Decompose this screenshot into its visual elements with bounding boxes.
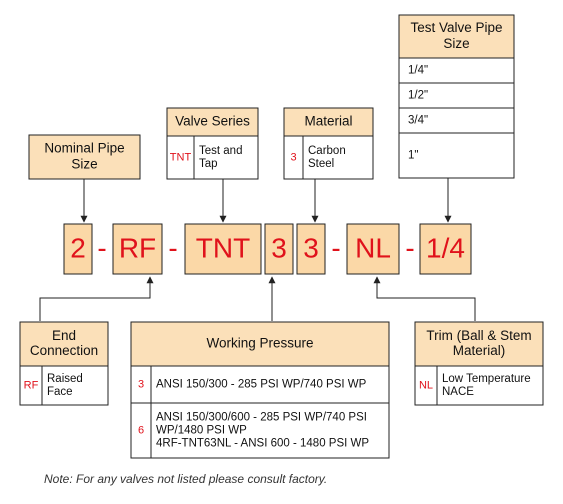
test-valve-pipe-size-option-label: 3/4" <box>408 115 428 127</box>
code-text: RF <box>119 232 156 263</box>
trim-title: Material) <box>453 343 506 358</box>
code-segment-end-connection: RF <box>112 223 163 275</box>
trim-row-desc: NACE <box>442 386 474 398</box>
working-pressure-row-desc: 4RF-TNT63NL - ANSI 600 - 1480 PSI WP <box>156 438 369 450</box>
code-box <box>112 223 163 275</box>
test-valve-pipe-size-option <box>398 82 515 109</box>
working-pressure-row <box>130 402 390 459</box>
end-connection-row-code: RF <box>24 379 39 391</box>
working-pressure-row-code: 3 <box>138 378 144 390</box>
code-box <box>296 223 326 275</box>
material-row-desc: Carbon <box>308 145 346 157</box>
trim-title: Trim (Ball & Stem <box>426 328 531 343</box>
code-separator: - <box>405 232 414 263</box>
code-separator: - <box>97 232 106 263</box>
working-pressure-box: Working Pressure 3 ANSI 150/300 - 285 PSI … <box>130 321 390 459</box>
material-row-desc: Steel <box>308 158 334 170</box>
test-valve-pipe-size-title: Test Valve Pipe <box>410 20 502 35</box>
working-pressure-header <box>130 321 390 367</box>
working-pressure-row <box>130 365 390 404</box>
test-valve-pipe-size-option-label: 1/4" <box>408 65 428 77</box>
code-text: NL <box>355 232 391 263</box>
valve-series-row <box>166 135 259 180</box>
nominal-pipe-size-header <box>28 134 141 180</box>
code-segment-nominal-size: 2 <box>63 223 93 275</box>
code-segment-valve-series: TNT <box>184 223 262 275</box>
nominal-pipe-size-title: Size <box>71 157 97 172</box>
code-box <box>346 223 400 275</box>
end-connection-title: Connection <box>30 343 98 358</box>
arrow-end-connection <box>39 276 154 321</box>
end-connection-header <box>19 321 109 367</box>
working-pressure-row-desc: ANSI 150/300/600 - 285 PSI WP/740 PSI <box>156 412 367 424</box>
test-valve-pipe-size-option <box>398 132 515 179</box>
end-connection-row <box>19 365 109 406</box>
code-box <box>419 223 472 275</box>
test-valve-pipe-size-option-label: 1" <box>408 150 418 162</box>
code-separator: - <box>168 232 177 263</box>
end-connection-row-desc: Raised <box>47 373 83 385</box>
material-row-code: 3 <box>290 151 296 163</box>
code-box <box>63 223 93 275</box>
end-connection-title: End <box>52 328 76 343</box>
test-valve-pipe-size-option <box>398 57 515 84</box>
valve-series-header <box>166 107 259 137</box>
code-box <box>264 223 294 275</box>
code-text: 3 <box>271 232 287 263</box>
working-pressure-row-desc: ANSI 150/300 - 285 PSI WP/740 PSI WP <box>156 379 367 391</box>
code-segment-trim: NL <box>346 223 400 275</box>
code-text: 3 <box>303 232 319 263</box>
code-box <box>184 223 262 275</box>
trim-row-code: NL <box>419 379 433 391</box>
code-segment-test-valve-size: 1/4 <box>419 223 472 275</box>
material-row <box>283 135 374 180</box>
trim-row <box>414 365 544 406</box>
code-segment-working-pressure: 3 <box>264 223 294 275</box>
nominal-pipe-size-title: Nominal Pipe <box>44 141 124 156</box>
end-connection-row-desc: Face <box>47 386 73 398</box>
working-pressure-title: Working Pressure <box>206 336 313 351</box>
code-text: 2 <box>70 232 86 263</box>
working-pressure-row-code: 6 <box>138 424 144 436</box>
test-valve-pipe-size-header <box>398 14 515 59</box>
arrow-trim <box>373 276 476 321</box>
code-segment-material: 3 <box>296 223 326 275</box>
valve-series-title: Valve Series <box>175 114 250 129</box>
valve-series-row-code: TNT <box>170 151 192 163</box>
test-valve-pipe-size-title: Size <box>443 36 469 51</box>
valve-series-row-desc: Test and <box>199 145 242 157</box>
code-separator: - <box>331 232 340 263</box>
code-text: 1/4 <box>426 232 465 263</box>
trim-row-desc: Low Temperature <box>442 373 531 385</box>
test-valve-pipe-size-option-label: 1/2" <box>408 90 428 102</box>
material-title: Material <box>304 114 352 129</box>
code-text: TNT <box>196 232 250 263</box>
working-pressure-row-desc: WP/1480 PSI WP <box>156 425 247 437</box>
test-valve-pipe-size-option <box>398 107 515 134</box>
footnote: Note: For any valves not listed please c… <box>44 472 328 486</box>
valve-series-row-desc: Tap <box>199 158 218 170</box>
